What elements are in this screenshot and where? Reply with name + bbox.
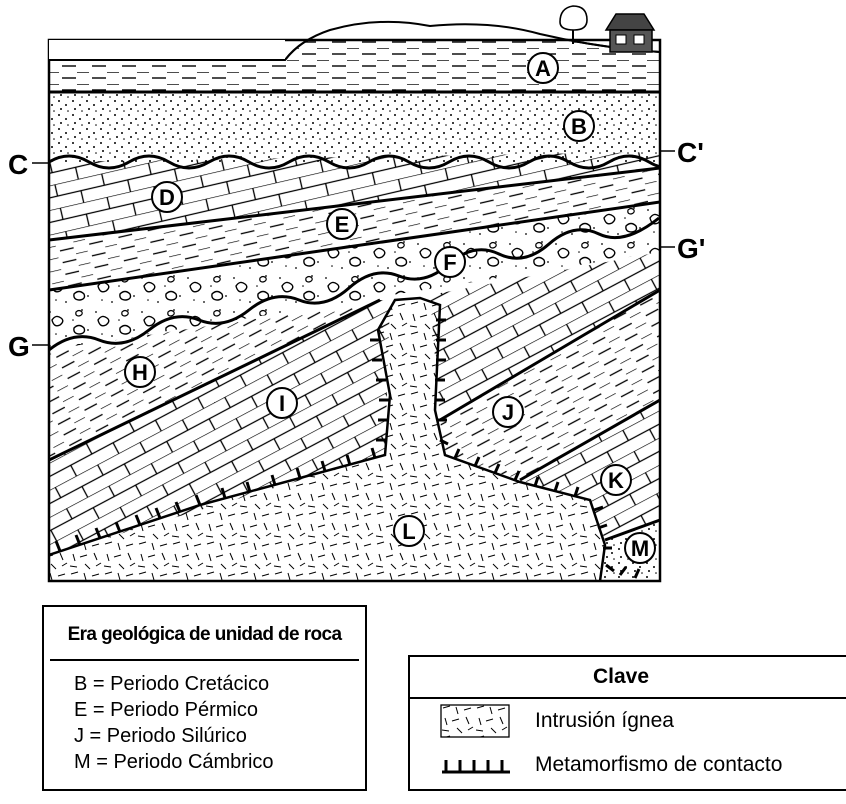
layer-b xyxy=(49,92,660,162)
unit-k-marker: K xyxy=(600,464,632,496)
unconformity-c xyxy=(49,154,660,170)
house-icon xyxy=(604,13,656,53)
era-row-b: B = Periodo Cretácico xyxy=(74,673,270,695)
unit-f-marker: F xyxy=(434,246,466,278)
era-table-title: Era geológica de unidad de roca xyxy=(50,607,359,661)
layer-d xyxy=(49,152,660,240)
key-title: Clave xyxy=(410,657,846,699)
surface-mask-left xyxy=(49,40,285,59)
igneous-intrusion-icon xyxy=(440,704,510,738)
layer-i-right xyxy=(430,252,660,420)
contact-metamorphism-icon xyxy=(442,760,510,774)
tree-icon xyxy=(559,5,588,44)
layer-k xyxy=(520,400,660,540)
key-label-igneous: Intrusión ígnea xyxy=(535,709,674,732)
label-b: B xyxy=(571,114,587,139)
contact-d-e xyxy=(49,166,660,242)
contact-i-j xyxy=(439,288,660,422)
era-table: Era geológica de unidad de roca B = Peri… xyxy=(42,605,367,791)
label-a: A xyxy=(535,56,551,81)
label-g: G xyxy=(8,331,30,362)
unit-a-marker: A xyxy=(527,52,559,84)
label-c: C xyxy=(8,149,28,180)
unit-d-marker: D xyxy=(151,181,183,213)
unit-b-marker: B xyxy=(563,110,595,142)
contact-metamorphism-marks xyxy=(54,318,641,579)
layer-f xyxy=(49,202,660,350)
layer-j xyxy=(440,290,660,480)
key-label-metamorphism: Metamorfismo de contacto xyxy=(535,753,783,776)
era-table-rows: B = Periodo Cretácico E = Periodo Pérmic… xyxy=(44,661,365,775)
label-l: L xyxy=(402,519,415,544)
layer-a xyxy=(49,40,660,92)
unit-m-marker: M xyxy=(624,532,656,564)
label-g-prime: G' xyxy=(677,233,705,264)
label-m: M xyxy=(631,536,649,561)
label-i: I xyxy=(279,391,285,416)
label-f: F xyxy=(443,250,456,275)
layer-i xyxy=(49,300,390,555)
contact-h-i xyxy=(49,298,381,462)
contact-k-m xyxy=(604,518,660,542)
geologic-cross-section: C C' G G' A B D E F H I J K L M xyxy=(8,5,706,583)
unit-h-marker: H xyxy=(124,356,156,388)
label-c-prime: C' xyxy=(677,137,704,168)
label-j: J xyxy=(502,400,514,425)
unit-j-marker: J xyxy=(492,396,524,428)
unit-i-marker: I xyxy=(266,387,298,419)
contact-e-f xyxy=(49,200,660,292)
label-d: D xyxy=(159,185,175,210)
unit-e-marker: E xyxy=(326,208,358,240)
era-row-j: J = Periodo Silúrico xyxy=(74,725,247,747)
key-item-metamorphism: Metamorfismo de contacto xyxy=(410,745,846,785)
era-row-m: M = Periodo Cámbrico xyxy=(74,751,274,773)
key-item-igneous: Intrusión ígnea xyxy=(410,701,846,741)
surface-line xyxy=(49,20,661,61)
intrusion-boundary xyxy=(49,296,607,581)
key-legend: Clave Intrusión ígnea Metamorfismo de co… xyxy=(408,655,846,791)
unit-l-marker: L xyxy=(393,515,425,547)
label-e: E xyxy=(335,212,350,237)
section-frame xyxy=(47,38,662,583)
unconformity-g xyxy=(49,216,660,352)
era-row-e: E = Periodo Pérmico xyxy=(74,699,258,721)
contact-j-k xyxy=(519,398,660,482)
label-k: K xyxy=(608,468,624,493)
label-h: H xyxy=(132,360,148,385)
